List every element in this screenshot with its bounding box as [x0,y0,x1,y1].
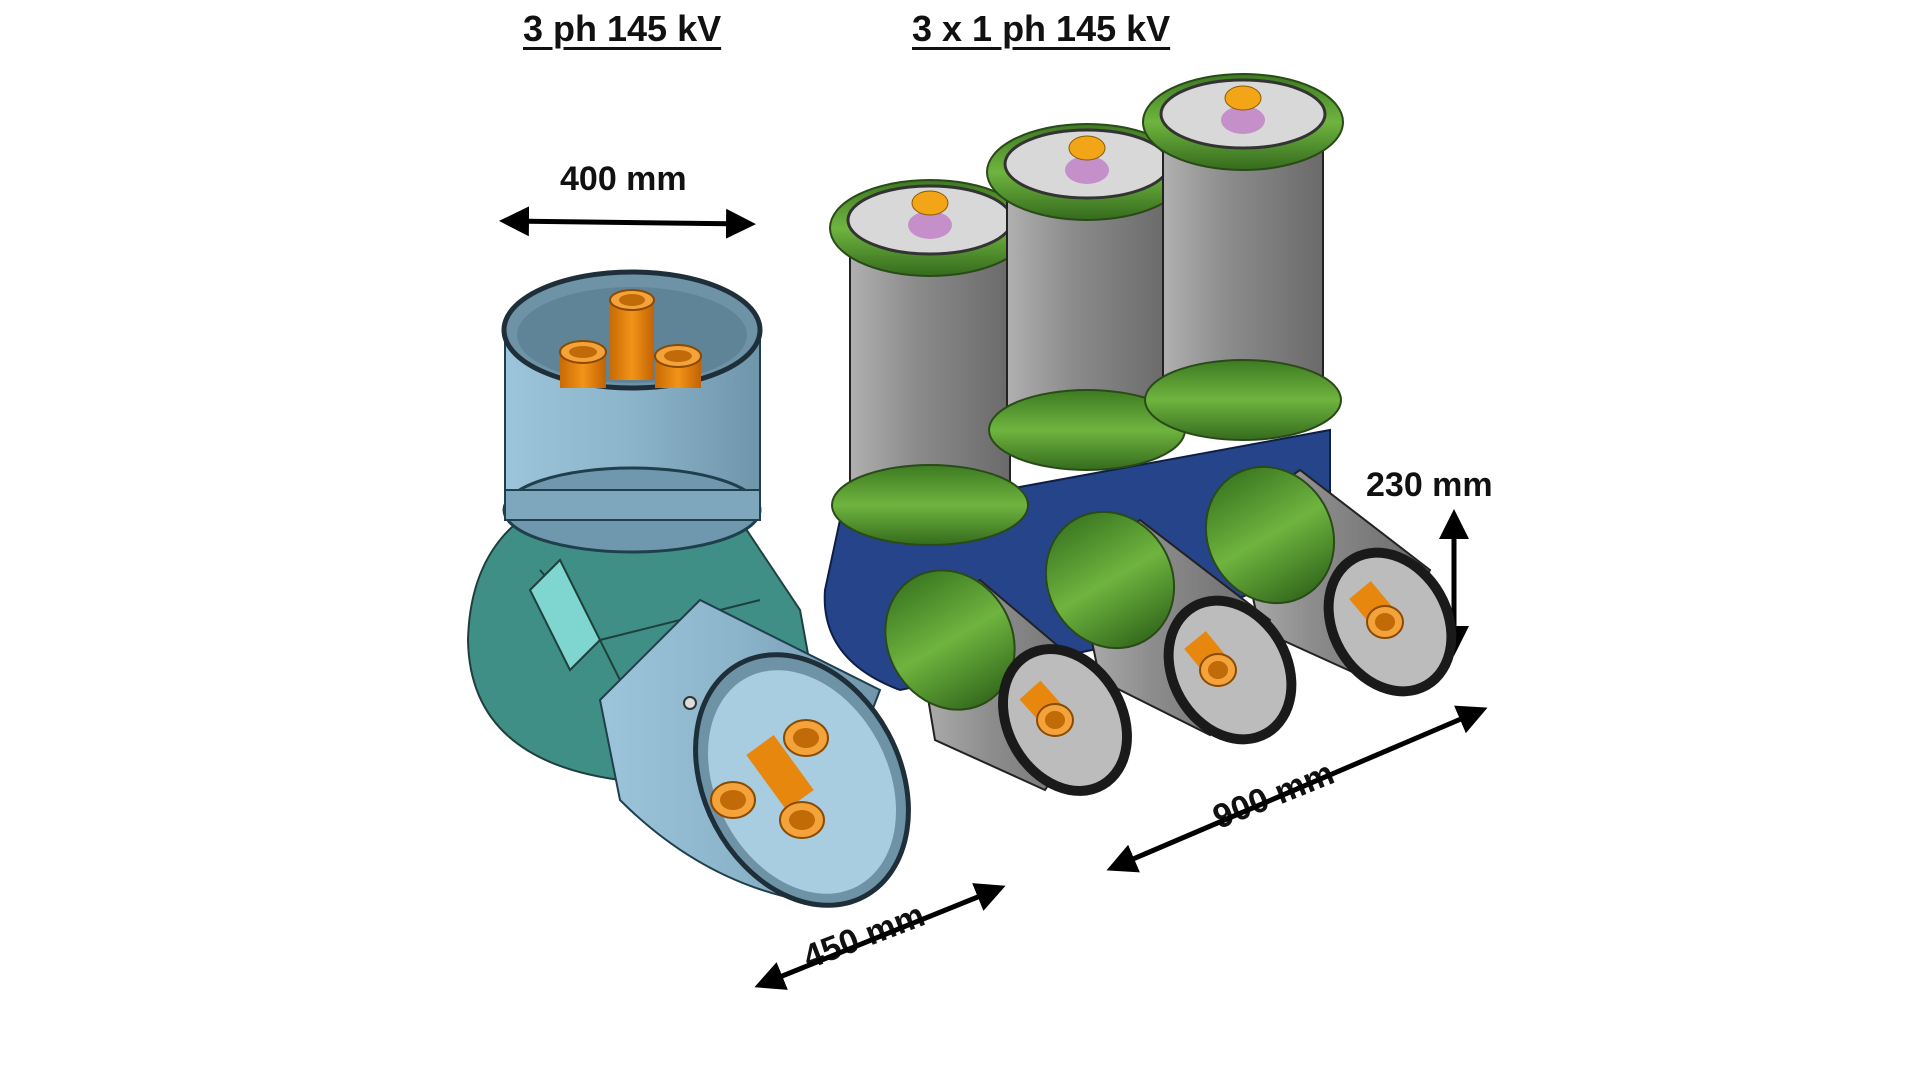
phase-3-outlet [1204,465,1457,697]
three-phase-width-label: 400 mm [560,160,687,198]
width-arrow-400 [499,206,756,239]
phase-3-termination [1142,73,1344,441]
phase-1-termination [829,179,1031,546]
width-arrow-900 [1106,705,1488,873]
phase-1-outlet [884,569,1132,796]
single-phase-height-label: 230 mm [1366,466,1493,504]
three-phase-termination [466,269,911,908]
depth-arrow-450 [754,883,1006,990]
dimension-arrows [499,206,1488,990]
single-phase-terminations [823,73,1457,796]
three-phase-title: 3 ph 145 kV [523,8,722,49]
single-phase-title: 3 x 1 ph 145 kV [912,8,1171,49]
phase-2-outlet [1044,510,1297,745]
phase-2-termination [986,123,1188,471]
